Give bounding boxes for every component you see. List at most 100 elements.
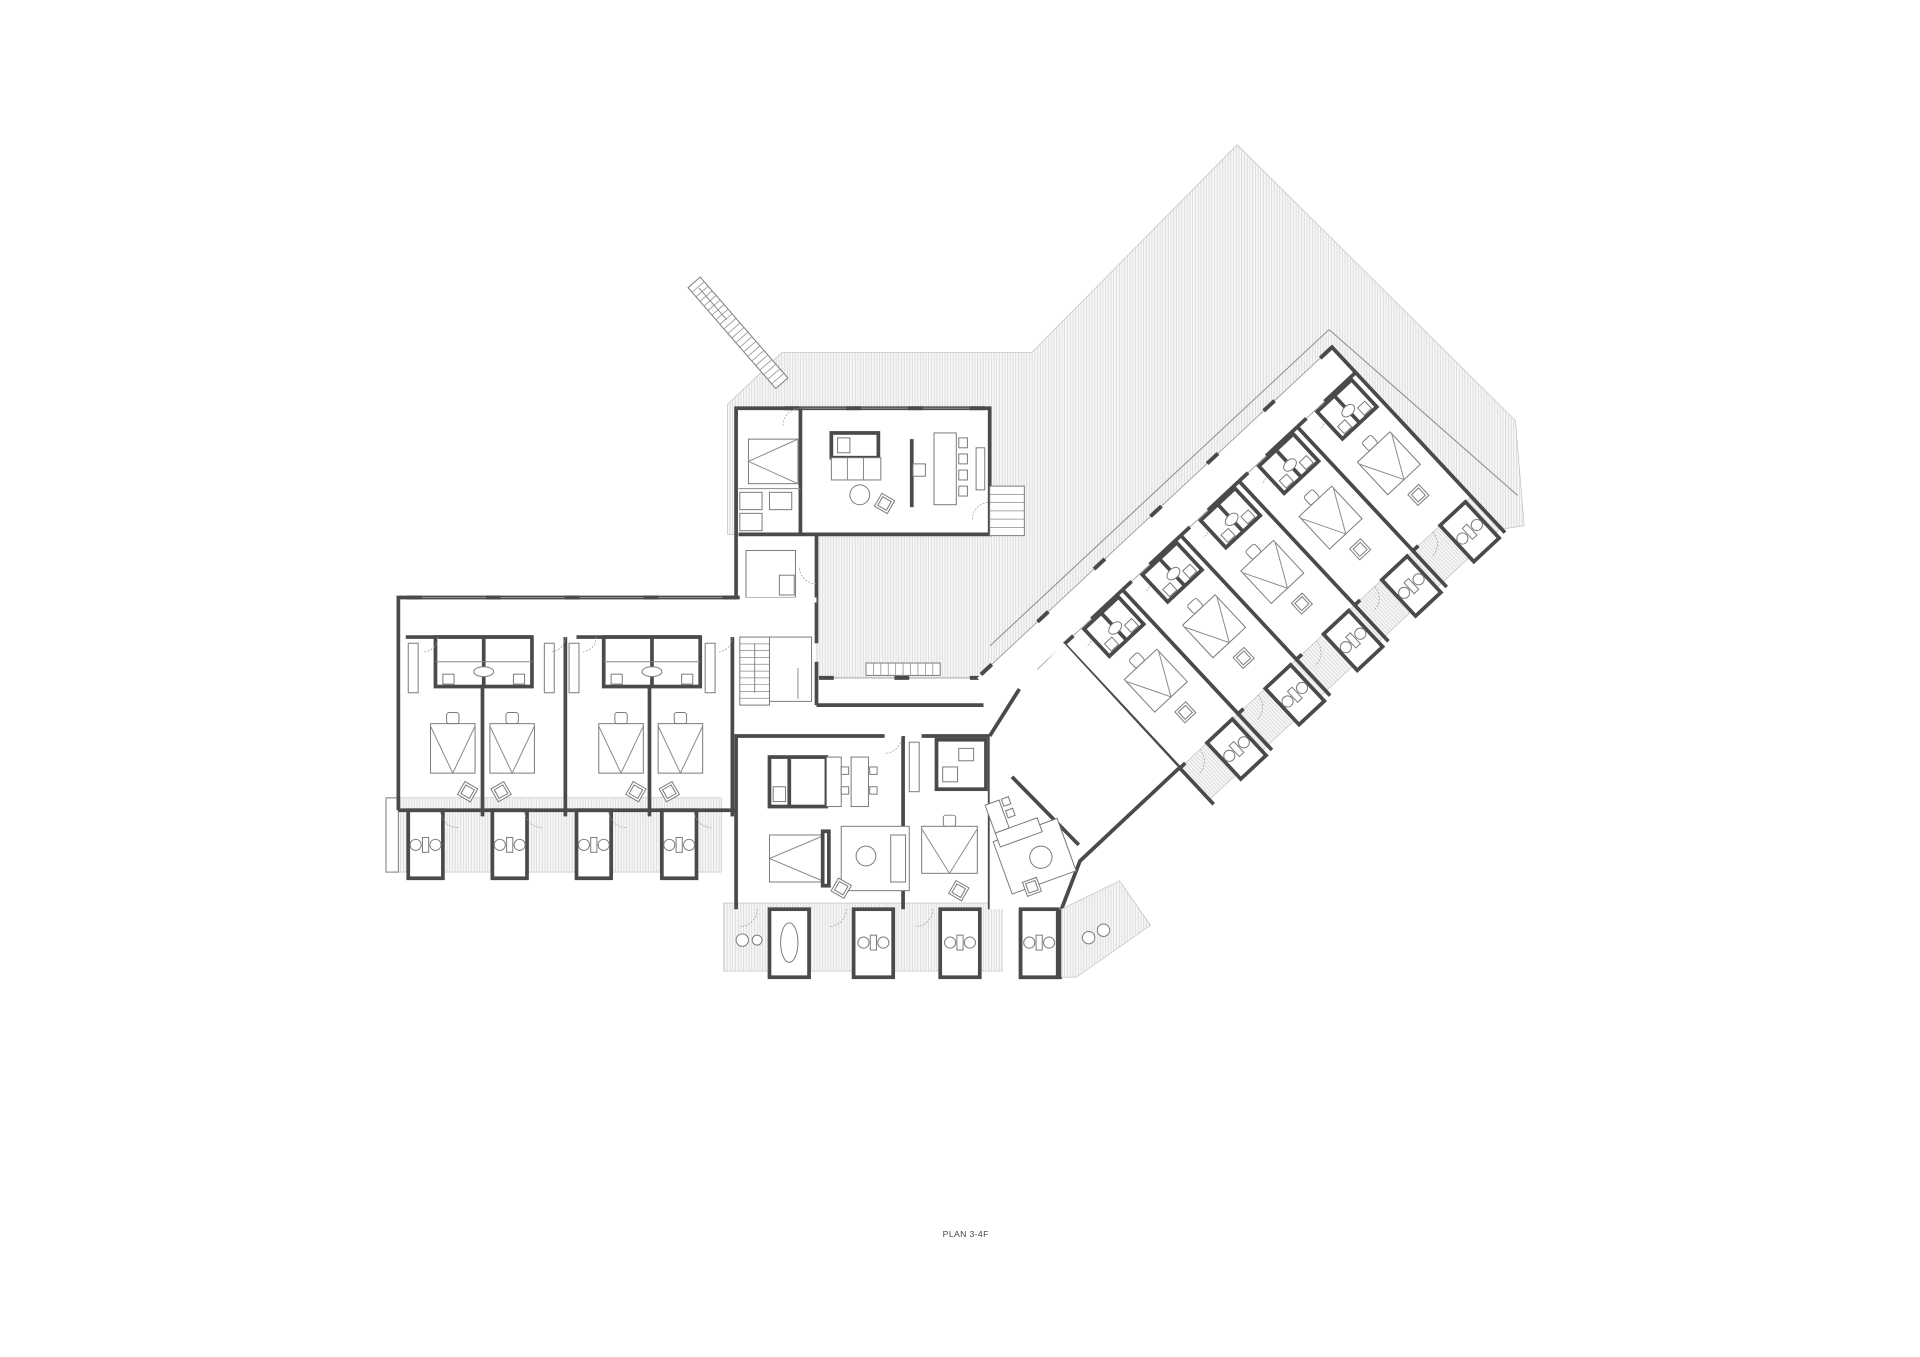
toilet	[772, 786, 787, 803]
balcony-door-swing	[1315, 640, 1322, 666]
basin-right	[1043, 936, 1056, 949]
bed-cover-fold	[1300, 487, 1347, 535]
washbasin	[942, 766, 959, 783]
toilet	[1182, 563, 1198, 579]
basin-right	[1237, 736, 1250, 749]
corner-suite	[984, 643, 1181, 980]
bed	[1123, 648, 1188, 713]
armchair	[658, 780, 681, 803]
basin-left	[1281, 695, 1294, 708]
door-swing	[550, 637, 566, 653]
bed-frame	[747, 438, 799, 485]
outdoor-chair	[1096, 923, 1111, 937]
bed-cover-fold	[921, 828, 978, 875]
armchair-cushion	[1294, 595, 1310, 612]
window-wall	[979, 346, 1333, 676]
plan-caption: PLAN 3-4F	[943, 1229, 989, 1239]
outdoor-washbasin	[663, 836, 696, 853]
armchair	[625, 780, 647, 803]
armchair	[830, 877, 853, 899]
double-washbasin	[473, 666, 495, 678]
stair-tread	[731, 327, 745, 339]
corner-living	[984, 796, 1077, 897]
bathtub-basin	[1166, 566, 1181, 581]
armchair	[1232, 646, 1255, 670]
bed-frame	[657, 723, 704, 774]
party-wall	[1295, 425, 1449, 589]
bed-cover-fold	[1125, 650, 1172, 698]
toilet	[1162, 582, 1178, 598]
north-block-outer-wall	[734, 406, 992, 603]
terrace-door-swing	[972, 501, 990, 520]
headboard-pillow	[505, 712, 519, 725]
sofa	[994, 817, 1043, 848]
corridor-wall	[1121, 580, 1133, 592]
dining-table	[850, 756, 869, 808]
bed	[768, 834, 826, 883]
basin-right	[1354, 627, 1367, 640]
armchair	[490, 780, 512, 803]
toilet	[1220, 527, 1236, 544]
north-block	[734, 406, 992, 603]
corridor-wall	[1206, 479, 1241, 512]
armchair	[873, 492, 896, 515]
wing-guest-room	[1062, 588, 1269, 806]
armchair	[1348, 538, 1372, 561]
armchair-cushion	[1410, 487, 1427, 503]
bathtub-basin	[1341, 403, 1356, 418]
basin-right	[513, 838, 526, 851]
basin-left	[577, 838, 590, 851]
toilet	[1356, 400, 1373, 416]
south-block-wall	[734, 734, 885, 910]
basin-right	[1412, 573, 1425, 586]
double-washbasin	[641, 666, 663, 678]
balcony-door-swing	[739, 909, 758, 927]
headboard-pillow	[942, 814, 957, 827]
wardrobe	[908, 741, 920, 793]
wardrobe	[407, 642, 419, 694]
exterior-stair	[687, 276, 789, 390]
basin-tap	[590, 836, 598, 853]
bed-headwall	[820, 829, 831, 888]
dining-chair	[958, 485, 968, 497]
dining-chair	[869, 786, 878, 795]
toilet	[512, 673, 526, 685]
corridor-wall	[1323, 371, 1357, 403]
south-block	[723, 734, 1063, 980]
armchair	[1290, 592, 1314, 615]
facade-wall	[1236, 707, 1245, 716]
round-table	[849, 484, 871, 506]
bed-cover-fold	[657, 725, 704, 775]
stair-tread	[755, 354, 769, 366]
dining-chair	[958, 469, 968, 481]
basin-left	[663, 838, 676, 851]
bathroom-pod	[1256, 431, 1322, 496]
chair	[912, 463, 926, 477]
basin-tap	[1345, 632, 1362, 649]
basin-left	[1456, 532, 1469, 545]
balcony-door-swing	[1198, 749, 1205, 775]
armchair-cushion	[661, 784, 677, 800]
party-wall	[1121, 588, 1274, 752]
wardrobe	[568, 642, 580, 694]
balcony-door-swing	[1373, 586, 1380, 612]
bathroom-pod	[1139, 540, 1205, 605]
bed	[921, 814, 978, 875]
stair-tread	[771, 373, 785, 385]
dining-chair	[840, 786, 850, 795]
facade-wall	[1178, 761, 1187, 770]
outdoor-chair	[1081, 930, 1096, 945]
toilet	[1123, 617, 1140, 634]
toilet	[442, 673, 455, 685]
corridor-wall	[1264, 425, 1299, 458]
corridor-wall	[1296, 417, 1308, 429]
basin-left	[857, 936, 870, 949]
bathtub	[780, 922, 799, 963]
wing-guest-room	[1237, 425, 1444, 643]
dining-chair	[840, 766, 850, 775]
balcony-door-swing	[608, 810, 626, 828]
corridor-wall	[1148, 534, 1183, 566]
stair-tread	[759, 359, 773, 371]
basin-right	[597, 838, 610, 851]
toilet	[1298, 454, 1314, 471]
